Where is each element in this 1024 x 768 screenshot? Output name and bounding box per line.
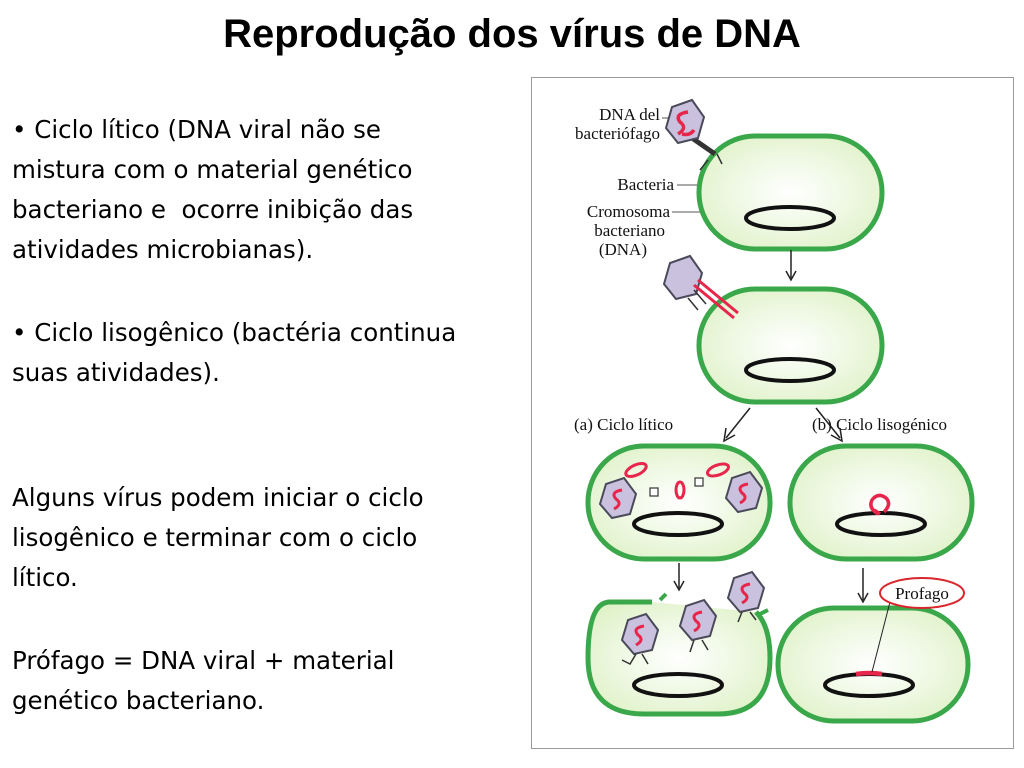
bacterial-chromosome	[744, 205, 836, 231]
lytic-cell-lysis	[585, 570, 773, 717]
text-line: bacteriano e ocorre inibição das	[12, 195, 414, 224]
bacterium-cell-1	[696, 133, 885, 252]
prophage-callout-oval	[879, 577, 965, 609]
viral-dna	[693, 283, 735, 320]
phage-dna-label: DNA del	[599, 105, 660, 124]
viral-dna-integrating	[869, 493, 891, 516]
text-line: lisogênico e terminar com o ciclo	[12, 523, 418, 552]
text-line: Prófago = DNA viral + material	[12, 646, 395, 675]
lysogenic-cell-prophage	[775, 605, 971, 724]
lytic-cycle-bullet: • Ciclo lítico (DNA viral não se mistura…	[12, 110, 517, 270]
text-line: genético bacteriano.	[12, 686, 265, 715]
bacterial-chromosome	[744, 357, 836, 383]
text-line: • Ciclo lisogênico (bactéria continua	[12, 318, 457, 347]
text-line: mistura com o material genético	[12, 155, 413, 184]
slide-title: Reprodução dos vírus de DNA	[223, 12, 801, 56]
lysogenic-cell-integration	[787, 443, 975, 562]
released-phage-icon	[726, 570, 766, 614]
progeny-phage-icon	[598, 476, 638, 520]
diagram-canvas: DNA del bacteriófago Bacteria Cromosoma …	[574, 98, 975, 724]
lytic-branch-label: (a) Ciclo lítico	[574, 415, 673, 434]
down-arrow-icon	[673, 563, 685, 592]
prophage-definition: Prófago = DNA viral + material genético …	[12, 641, 517, 721]
phage-dna-label: bacteriófago	[575, 124, 660, 143]
text-line: • Ciclo lítico (DNA viral não se	[12, 115, 381, 144]
down-arrow-icon	[857, 568, 869, 604]
released-phage-icon	[620, 612, 660, 656]
text-line: Alguns vírus podem iniciar o ciclo	[12, 483, 424, 512]
lytic-cell-replication	[585, 443, 773, 562]
leader-line	[871, 601, 891, 673]
chromosome-label: bacteriano	[594, 221, 665, 240]
bacterial-chromosome	[632, 672, 724, 698]
chromosome-label: (DNA)	[599, 240, 647, 259]
viral-dna	[697, 278, 739, 315]
text-line: atividades microbianas).	[12, 235, 314, 264]
capsid-protein	[649, 487, 659, 497]
prophage-label: Profago	[895, 584, 949, 603]
viral-dna	[676, 110, 696, 137]
bacteriophage-icon	[662, 254, 739, 320]
prophage-segment	[855, 670, 883, 677]
bacteriophage-icon	[664, 98, 723, 171]
released-phage-icon	[678, 598, 718, 642]
cycle-switch-note: Alguns vírus podem iniciar o ciclo lisog…	[12, 478, 517, 598]
viral-dna-ring	[674, 480, 686, 500]
down-right-arrow-icon	[815, 407, 843, 443]
progeny-phage-icon	[724, 470, 764, 514]
lysogenic-branch-label: (b) Ciclo lisogénico	[812, 415, 947, 434]
viral-dna-ring	[624, 462, 648, 478]
down-left-arrow-icon	[723, 407, 751, 443]
viral-dna-ring	[706, 462, 730, 478]
bacterial-chromosome	[835, 511, 927, 537]
text-line: lítico.	[12, 563, 78, 592]
text-line: suas atividades).	[12, 358, 220, 387]
bacterial-chromosome	[632, 511, 724, 537]
capsid-protein	[694, 477, 704, 487]
lysogenic-cycle-bullet: • Ciclo lisogênico (bactéria continua su…	[12, 313, 517, 393]
bacteria-label: Bacteria	[617, 175, 674, 194]
chromosome-label: Cromosoma	[587, 202, 671, 221]
virus-cycle-diagram: DNA del bacteriófago Bacteria Cromosoma …	[531, 77, 1014, 749]
down-arrow-icon	[785, 250, 797, 282]
bacterium-cell-2	[696, 286, 885, 405]
